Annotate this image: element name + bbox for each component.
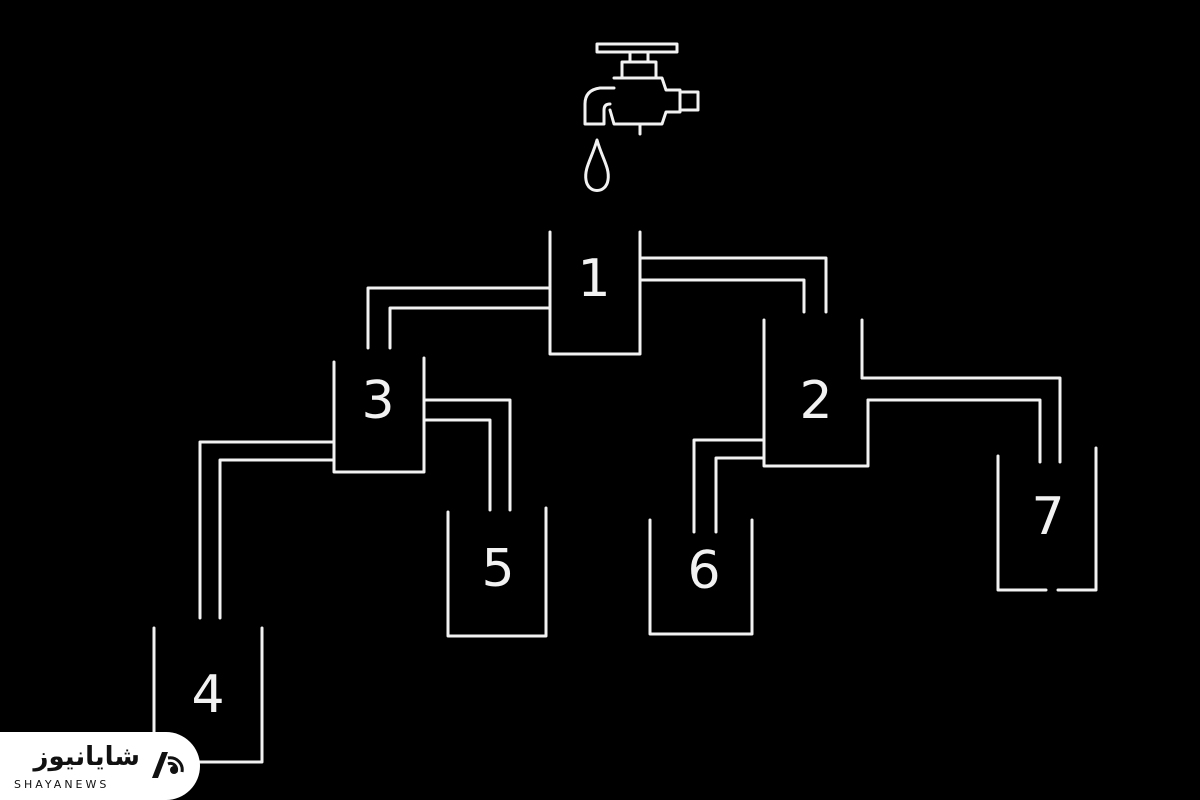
- pipe-2-to-6: [692, 438, 766, 534]
- faucet-icon: [583, 42, 700, 136]
- broadcast-icon: [152, 752, 184, 778]
- pipe-2-to-7: [860, 376, 1062, 464]
- container-3-label: 3: [361, 371, 394, 431]
- container-7: [996, 446, 1098, 592]
- container-6-label: 6: [687, 541, 720, 601]
- container-5-label: 5: [481, 539, 514, 599]
- container-4: [152, 626, 264, 764]
- water-drop-icon: [584, 138, 610, 192]
- container-1: [548, 230, 642, 356]
- container-5: [446, 506, 548, 638]
- container-7-label: 7: [1031, 487, 1064, 547]
- container-1-label: 1: [577, 249, 610, 309]
- container-6: [648, 518, 754, 636]
- brand-latin: SHAYANEWS: [14, 778, 110, 791]
- pipe-1-to-3: [366, 286, 552, 350]
- pipe-1-to-2: [638, 256, 828, 314]
- brand-watermark: شایانیوز SHAYANEWS: [0, 732, 200, 800]
- container-4-label: 4: [191, 665, 224, 725]
- container-2-label: 2: [799, 371, 832, 431]
- container-3: [332, 356, 426, 474]
- brand-name: شایانیوز: [33, 742, 140, 772]
- pipe-3-to-5: [422, 398, 512, 512]
- container-2: [762, 318, 870, 468]
- pipe-3-to-4: [198, 440, 336, 620]
